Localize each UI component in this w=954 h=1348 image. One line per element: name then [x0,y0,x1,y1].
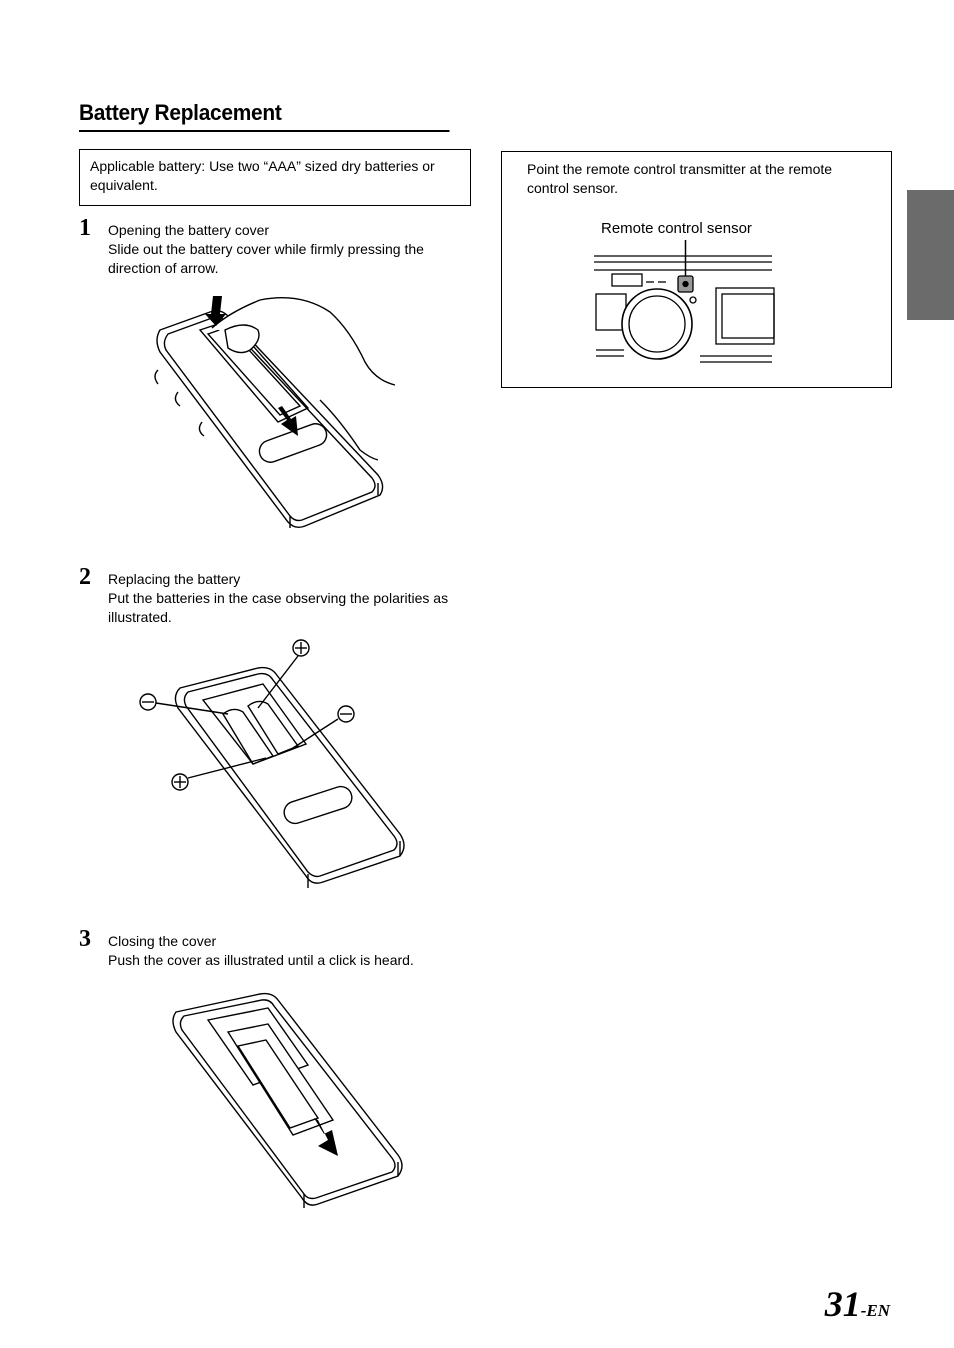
remote-open-cover-illustration [154,296,396,529]
sensor-label: Remote control sensor [601,220,752,237]
remote-sensor-note: Point the remote control transmitter at … [527,160,887,198]
step-2-text: Replacing the battery Put the batteries … [108,570,448,627]
applicable-battery-text: Applicable battery: Use two “AAA” sized … [90,158,435,193]
step-3-text: Closing the cover Push the cover as illu… [108,932,414,970]
step-1-title: Opening the battery cover [108,222,270,238]
step-3-line: Push the cover as illustrated until a cl… [108,952,414,968]
remote-sensor-box: Point the remote control transmitter at … [501,151,892,388]
step-2-line: illustrated. [108,609,172,625]
remote-sensor-note-line: control sensor. [527,180,619,196]
step-3-number: 3 [79,926,91,952]
step-1-number: 1 [79,215,91,241]
remote-sensor-note-line: Point the remote control transmitter at … [527,161,833,177]
step-1-text: Opening the battery cover Slide out the … [108,221,424,278]
battery-polarity-illustration [139,639,405,888]
section-tab [907,190,954,320]
step-2-title: Replacing the battery [108,571,241,587]
remote-close-cover-illustration [172,992,403,1208]
step-1-line: Slide out the battery cover while firmly… [108,241,424,257]
page-number: 31-EN [825,1283,890,1325]
applicable-battery-note: Applicable battery: Use two “AAA” sized … [79,149,471,206]
page-number-suffix: -EN [860,1301,890,1320]
head-unit-illustration [594,240,775,363]
step-1-line: direction of arrow. [108,260,219,276]
page-number-value: 31 [824,1284,861,1324]
section-title: Battery Replacement [79,100,450,132]
step-2-line: Put the batteries in the case observing … [108,590,449,606]
step-2-number: 2 [79,564,91,590]
step-3-title: Closing the cover [108,933,217,949]
